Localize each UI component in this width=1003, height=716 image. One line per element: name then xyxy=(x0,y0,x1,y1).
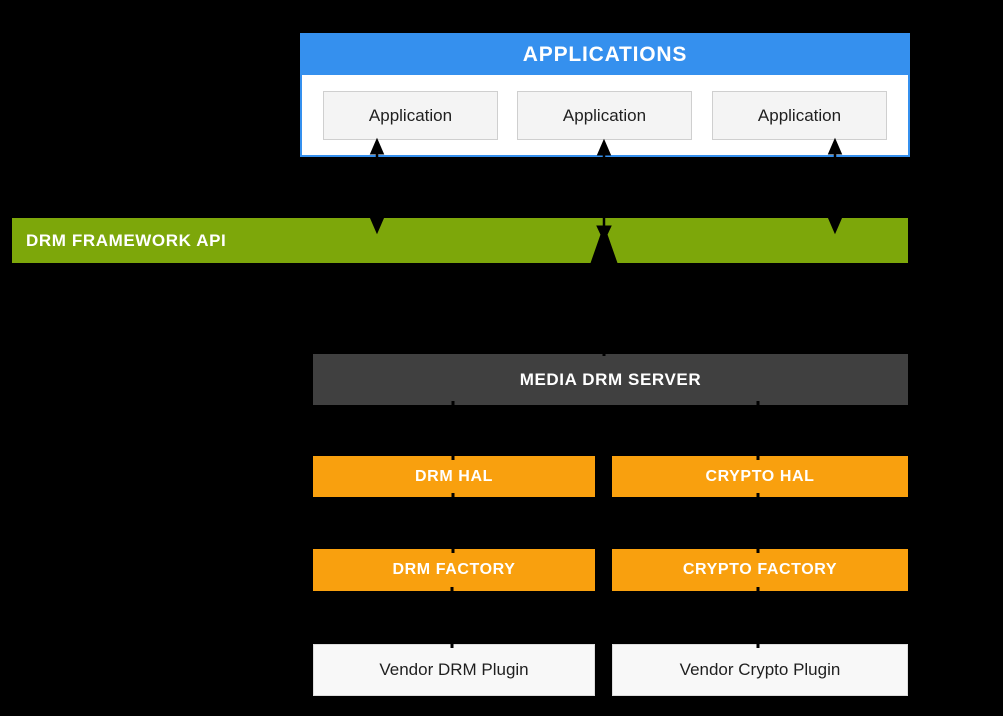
drm-hal-bar: DRM HAL xyxy=(313,456,595,497)
application-box-2-label: Application xyxy=(562,105,647,125)
media-drm-server-label: MEDIA DRM SERVER xyxy=(519,369,702,389)
applications-header-label: APPLICATIONS xyxy=(522,43,688,66)
application-box-3-label: Application xyxy=(757,105,842,125)
application-box-1-label: Application xyxy=(368,105,453,125)
crypto-hal-bar: CRYPTO HAL xyxy=(612,456,908,497)
vendor-drm-plugin-box: Vendor DRM Plugin xyxy=(313,644,595,696)
vendor-crypto-plugin-label: Vendor Crypto Plugin xyxy=(679,660,841,679)
application-box-3: Application xyxy=(712,91,887,140)
applications-container: APPLICATIONS Application Application App… xyxy=(300,33,910,157)
vendor-drm-plugin-label: Vendor DRM Plugin xyxy=(379,660,529,679)
applications-header: APPLICATIONS xyxy=(302,35,908,75)
drm-framework-api-bar: DRM FRAMEWORK API xyxy=(12,218,908,263)
media-drm-server-bar: MEDIA DRM SERVER xyxy=(313,354,908,405)
crypto-factory-bar: CRYPTO FACTORY xyxy=(612,549,908,591)
drm-factory-bar: DRM FACTORY xyxy=(313,549,595,591)
drm-factory-label: DRM FACTORY xyxy=(392,561,516,578)
crypto-factory-label: CRYPTO FACTORY xyxy=(682,561,838,578)
application-box-1: Application xyxy=(323,91,498,140)
crypto-hal-label: CRYPTO HAL xyxy=(705,467,815,485)
drm-hal-label: DRM HAL xyxy=(415,467,493,485)
vendor-crypto-plugin-box: Vendor Crypto Plugin xyxy=(612,644,908,696)
drm-framework-api-label: DRM FRAMEWORK API xyxy=(26,230,227,250)
application-box-2: Application xyxy=(517,91,692,140)
